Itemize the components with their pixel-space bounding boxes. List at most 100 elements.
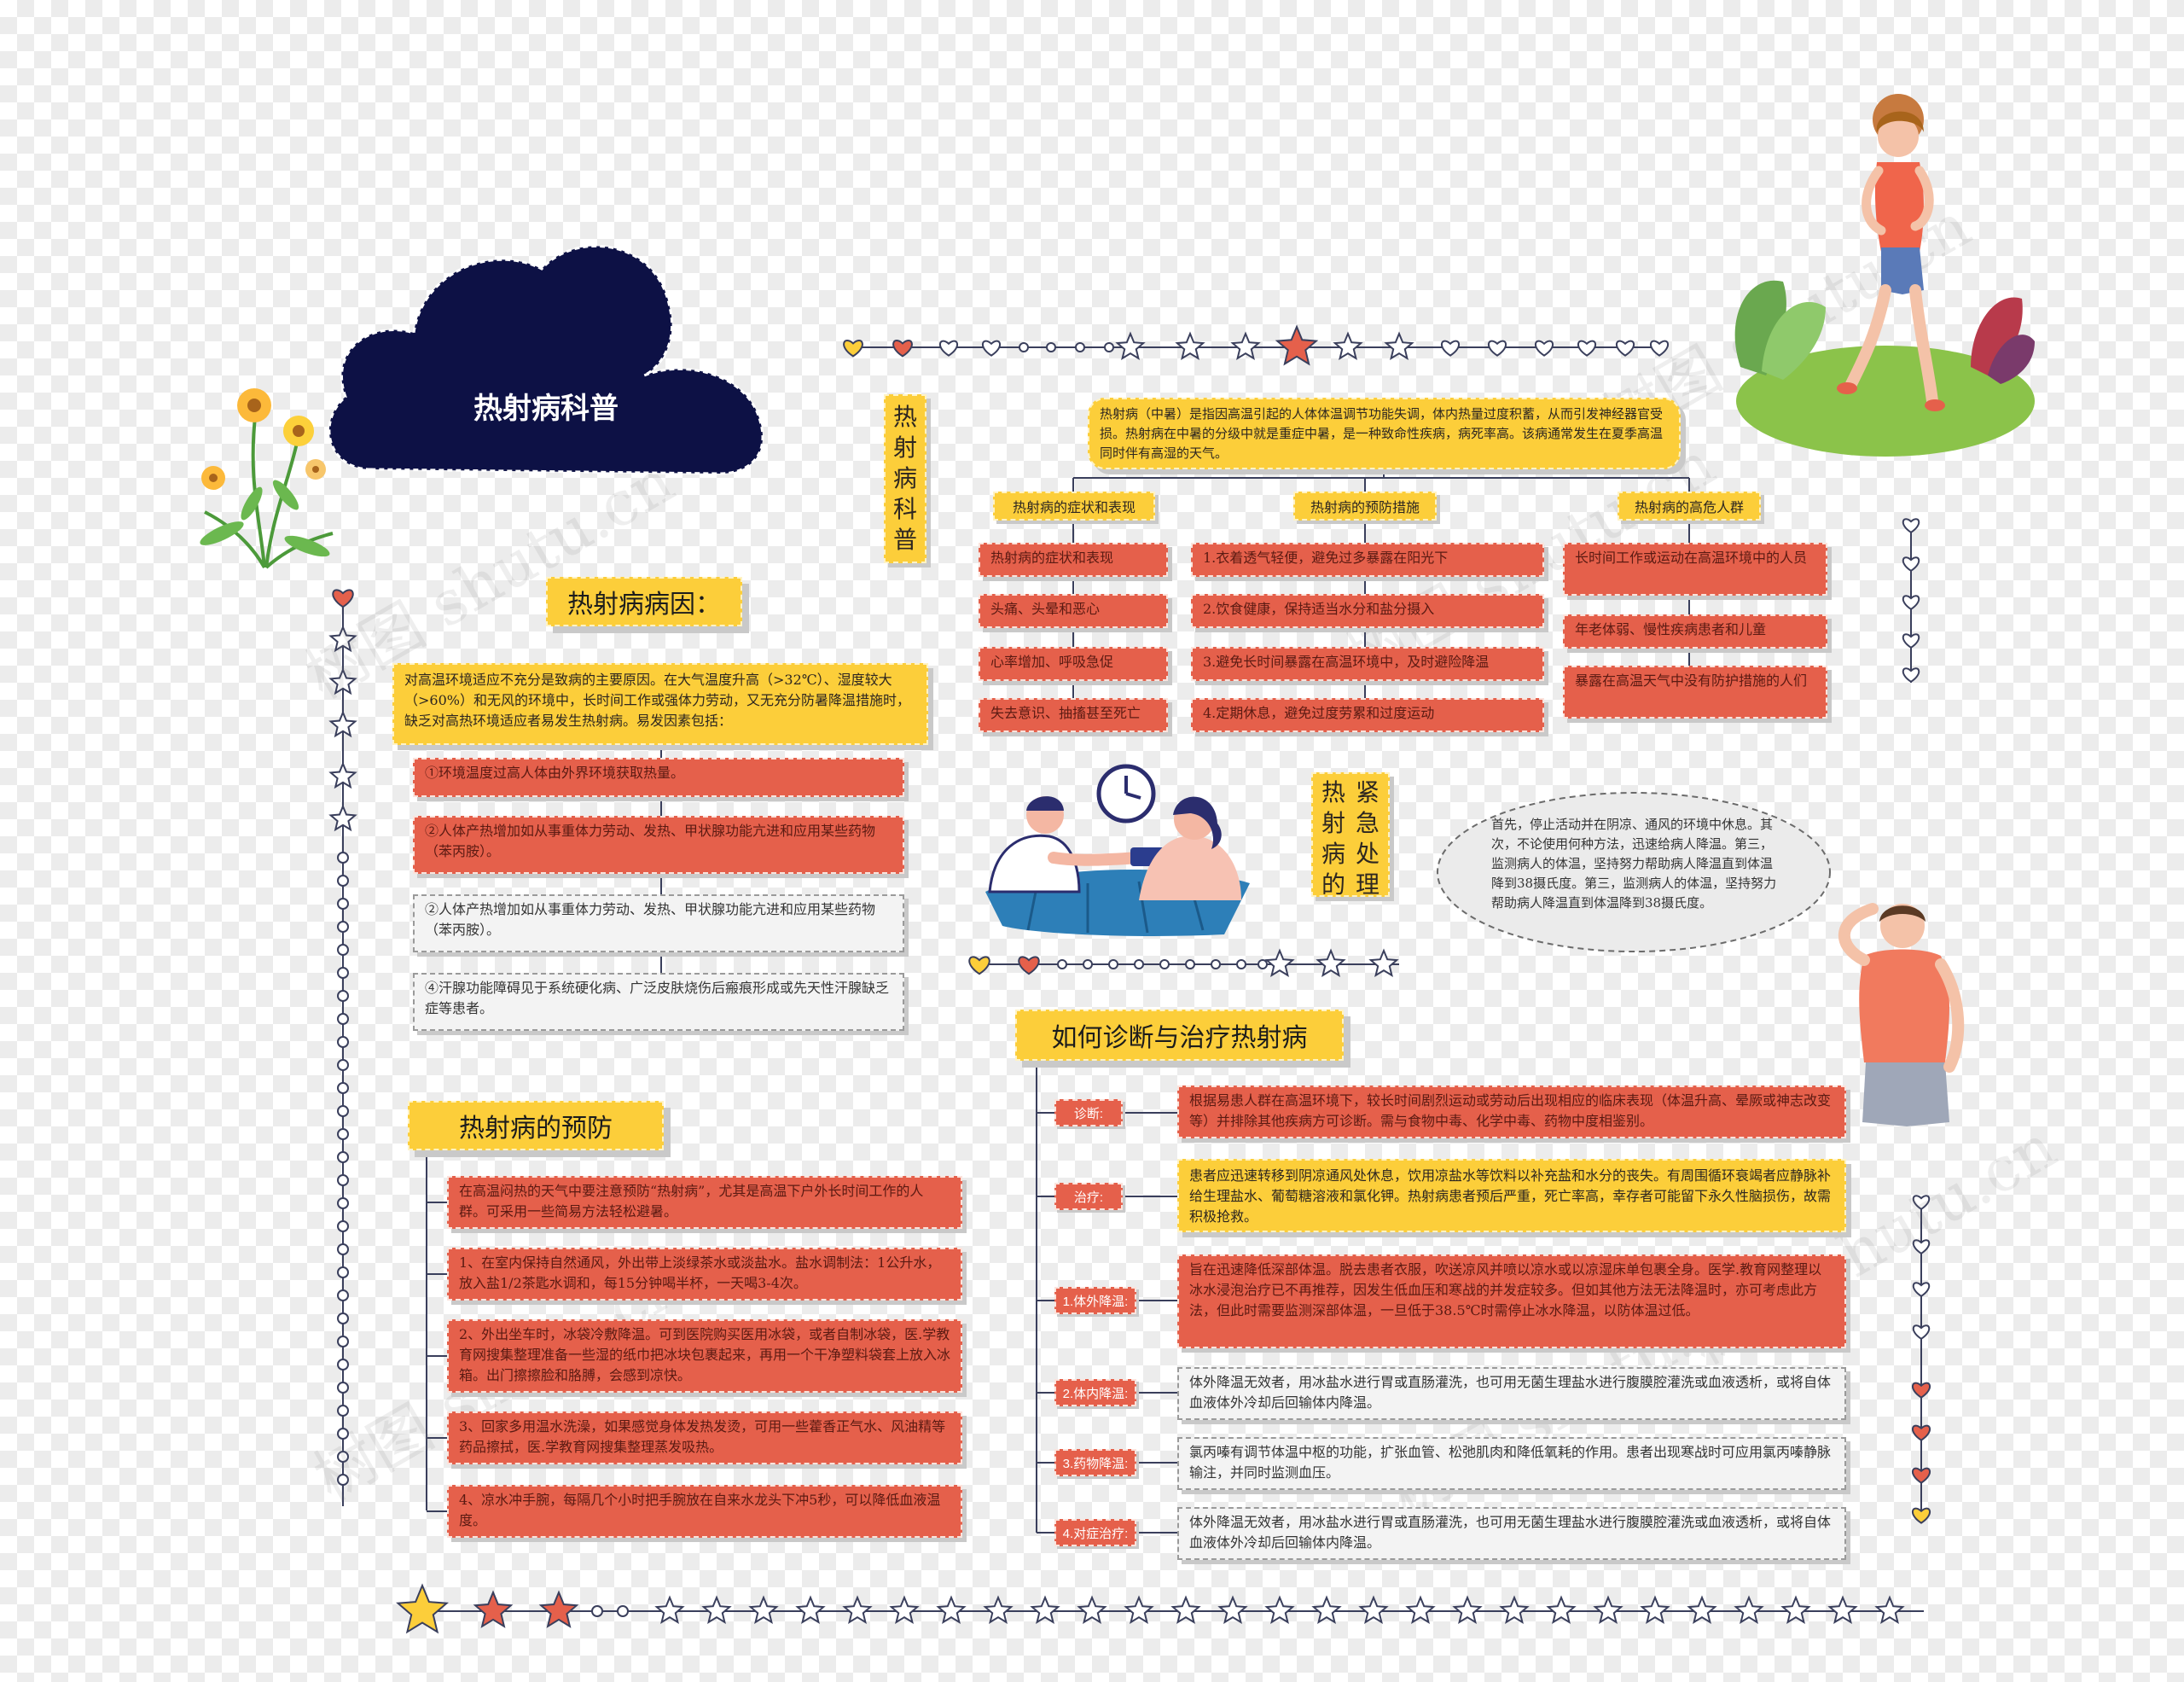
runner-girl-illustration: [1734, 94, 2035, 457]
symptom-item-4: 失去意识、抽搐甚至死亡: [979, 698, 1168, 732]
star-icon: [1030, 1595, 1060, 1625]
star-icon: [1230, 331, 1261, 361]
bead-icon: [337, 1405, 349, 1417]
star-icon: [328, 625, 357, 653]
heart-icon: [1912, 1282, 1931, 1297]
causes-intro: 对高温环境适应不充分是致病的主要原因。在大气温度升高（>32℃）、湿度较大（>6…: [392, 663, 928, 745]
bead-icon: [1258, 959, 1268, 969]
bead-icon: [337, 1059, 349, 1071]
bead-icon: [337, 1474, 349, 1486]
prevention-heading: 热射病的预防: [408, 1101, 664, 1150]
star-icon: [1368, 948, 1399, 978]
star-icon: [1734, 1595, 1764, 1625]
heart-icon: [1902, 595, 1920, 610]
bead-icon: [337, 1336, 349, 1347]
bead-icon: [337, 1013, 349, 1025]
bead-icon: [337, 1151, 349, 1163]
star-icon: [1593, 1595, 1623, 1625]
prevention-item-1: 在高温闷热的天气中要注意预防“热射病”，尤其是高温下户外长时间工作的人群。可采用…: [447, 1176, 962, 1229]
heart-icon: [1650, 340, 1669, 357]
bead-icon: [1075, 342, 1085, 352]
emergency-title-col2: 紧急处理: [1355, 778, 1380, 899]
star-icon: [1124, 1595, 1154, 1625]
star-icon: [983, 1595, 1014, 1625]
bead-icon: [337, 1036, 349, 1048]
heart-icon: [1902, 518, 1920, 533]
treatment-text: 患者应迅速转移到阴凉通风处休息，饮用凉盐水等饮料以补充盐和水分的丧失。有周围循环…: [1177, 1159, 1846, 1232]
bead-icon: [1134, 959, 1144, 969]
heart-icon: [1902, 667, 1920, 683]
diagnosis-text: 根据易患人群在高温环境下，较长时间剧烈运动或劳动后出现相应的临床表现（体温升高、…: [1177, 1085, 1846, 1138]
star-icon: [1640, 1595, 1670, 1625]
star-icon: [1115, 331, 1146, 361]
heart-icon: [1535, 340, 1554, 357]
title-cloud-icon: [328, 244, 764, 475]
bead-icon: [337, 944, 349, 956]
prevention-item-2: 1、在室内保持自然通风，外出带上淡绿茶水或淡盐水。盐水调制法：1公升水，放入盐1…: [447, 1248, 962, 1301]
heart-icon: [1912, 1239, 1931, 1254]
bead-icon: [617, 1605, 629, 1617]
external-cooling-tag: 1.体外降温:: [1054, 1287, 1136, 1314]
prevention-item-3: 2、外出坐车时，冰袋冷敷降温。可到医院购买医用冰袋，或者自制冰袋，医.学教育网搜…: [447, 1319, 962, 1393]
causes-heading: 热射病病因：: [546, 577, 742, 626]
star-icon: [473, 1590, 514, 1628]
page-title: 热射病科普: [473, 392, 619, 425]
star-icon: [1499, 1595, 1530, 1625]
heart-icon: [939, 340, 958, 357]
bead-icon: [337, 1105, 349, 1117]
heart-icon: [982, 340, 1001, 357]
star-icon: [936, 1595, 967, 1625]
star-icon: [1275, 324, 1319, 366]
star-icon: [795, 1595, 826, 1625]
prevention-measures-header: 热射病的预防措施: [1293, 492, 1437, 521]
prevention-item-5: 4、凉水冲手腕，每隔几个小时把手腕放在自来水龙头下冲5秒，可以降低血液温度。: [447, 1485, 962, 1538]
bead-icon: [1236, 959, 1246, 969]
doctor-patient-illustration: [985, 764, 1250, 936]
prevention-item-4: 3、回家多用温水洗澡，如果感觉身体发热发烫，可用一些藿香正气水、风油精等药品擦拭…: [447, 1411, 962, 1464]
bead-icon: [591, 1605, 603, 1617]
measure-item-3: 3.避免长时间暴露在高温环境中，及时避险降温: [1191, 647, 1544, 681]
symptom-item-3: 心率增加、呼吸急促: [979, 647, 1168, 681]
bead-icon: [337, 1266, 349, 1278]
risk-item-2: 年老体弱、慢性疾病患者和儿童: [1563, 614, 1827, 649]
heart-icon: [892, 340, 913, 358]
star-icon: [654, 1595, 685, 1625]
bead-icon: [337, 1220, 349, 1232]
symptomatic-treatment-text: 体外降温无效者，用冰盐水进行胃或直肠灌洗，也可用无菌生理盐水进行腹膜腔灌洗或血液…: [1177, 1507, 1846, 1560]
high-risk-header: 热射病的高危人群: [1618, 492, 1761, 521]
bead-icon: [337, 1382, 349, 1394]
star-icon: [701, 1595, 732, 1625]
heart-icon: [1912, 1424, 1931, 1441]
tired-man-illustration: [1838, 903, 1965, 1126]
diagnosis-tag: 诊断:: [1054, 1099, 1123, 1126]
vertical-title: 热射病科普: [884, 394, 926, 563]
bead-icon: [337, 921, 349, 933]
star-icon: [1316, 948, 1346, 978]
bead-icon: [337, 967, 349, 979]
emergency-ellipse-shape: [1437, 792, 1831, 952]
bead-icon: [337, 852, 349, 864]
star-icon: [1170, 1595, 1201, 1625]
star-icon: [1264, 948, 1295, 978]
heart-icon: [1912, 1195, 1931, 1210]
treatment-tag: 治疗:: [1054, 1183, 1123, 1210]
emergency-title-col1: 热射病的: [1321, 778, 1345, 899]
bead-icon: [1104, 342, 1114, 352]
flower-plant-icon: [200, 388, 334, 569]
emergency-text: 首先，停止活动并在阴凉、通风的环境中休息。其次，不论使用何种方法，迅速给病人降温…: [1491, 817, 1777, 911]
internal-cooling-text: 体外降温无效者，用冰盐水进行胃或直肠灌洗，也可用无菌生理盐水进行腹膜腔灌洗或血液…: [1177, 1367, 1846, 1420]
measure-item-2: 2.饮食健康，保持适当水分和盐分摄入: [1191, 594, 1544, 628]
heart-icon: [1441, 340, 1460, 357]
bead-icon: [337, 1451, 349, 1463]
external-cooling-text: 旨在迅速降低深部体温。脱去患者衣服，吹送凉风并喷以凉水或以凉湿床单包裹全身。医学…: [1177, 1254, 1846, 1348]
bead-icon: [1057, 959, 1067, 969]
bead-icon: [337, 1174, 349, 1186]
bead-icon: [1108, 959, 1118, 969]
heart-icon: [1912, 1324, 1931, 1340]
cause-item-4: ④汗腺功能障碍见于系统硬化病、广泛皮肤烧伤后瘢痕形成或先天性汗腺缺乏症等患者。: [413, 973, 904, 1031]
heart-icon: [843, 340, 863, 358]
bead-icon: [337, 1312, 349, 1324]
symptomatic-treatment-tag: 4.对症治疗:: [1054, 1519, 1136, 1546]
star-icon: [328, 761, 357, 789]
star-icon: [748, 1595, 779, 1625]
